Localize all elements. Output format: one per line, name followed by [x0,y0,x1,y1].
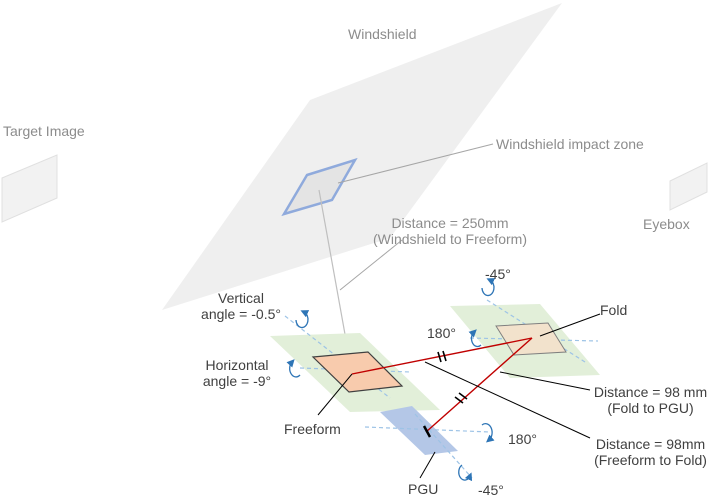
freeform-mirror [311,351,404,393]
horizontal-angle-line1: Horizontal [205,357,269,373]
pgu-axis-diagonal [414,413,473,479]
distance-fold-pgu-leader [499,371,591,391]
vertical-angle-line1: Vertical [218,290,264,306]
windshield-label: Windshield [348,26,417,42]
freeform-label: Freeform [284,421,341,437]
fold-angle-180-label: 180° [427,325,456,341]
parallel-tick-icon [454,392,468,404]
vertical-angle-label: Vertical angle = -0.5° [196,290,286,322]
pgu-angle-180-label: 180° [508,431,537,447]
pgu-angle-minus45-label: -45° [478,482,504,498]
distance-250-leader [339,239,403,291]
windshield-freeform-line [318,189,351,363]
parallel-tick-icon [437,350,447,363]
distance-windshield-freeform-label: Distance = 250mm (Windshield to Freeform… [360,215,540,247]
eyebox-label: Eyebox [643,216,690,232]
rotation-arrow-icon [286,359,301,378]
distance-fold-pgu-label: Distance = 98 mm (Fold to PGU) [588,384,713,416]
vertical-angle-line2: angle = -0.5° [201,306,281,322]
pgu-label: PGU [408,481,439,497]
impact-zone [281,157,358,217]
distance-windshield-line1: Distance = 250mm [391,215,509,231]
distance-fold-pgu-line2: (Fold to PGU) [607,400,694,416]
horizontal-angle-label: Horizontal angle = -9° [192,357,282,389]
freeform-leader [317,373,353,416]
distance-fold-pgu-line1: Distance = 98 mm [593,384,708,400]
fold-leader [539,313,601,337]
pgu-panel [380,406,458,455]
horizontal-angle-line2: angle = -9° [202,373,272,389]
fold-label: Fold [600,302,628,318]
rotation-arrow-icon [481,423,495,443]
rotation-arrow-icon [468,329,482,348]
distance-freeform-fold-line2: (Freeform to Fold) [594,452,707,468]
freeform-axis-horizontal [299,367,411,373]
rotation-arrow-icon [458,464,473,482]
pgu-marker [422,425,432,438]
rotation-arrow-icon [295,310,310,329]
pgu-leader [419,451,436,479]
eyebox-panel [669,162,708,211]
target-image-label: Target Image [3,123,85,139]
windshield-plane [162,3,562,310]
impact-zone-label: Windshield impact zone [496,136,644,152]
target-image-panel [1,154,58,223]
rotation-arrow-icon [481,278,496,297]
fold-angle-minus45-label: -45° [485,266,511,282]
distance-freeform-fold-leader [424,361,591,439]
distance-freeform-fold-label: Distance = 98mm (Freeform to Fold) [588,436,713,468]
impact-zone-leader [337,143,494,184]
distance-freeform-fold-line1: Distance = 98mm [595,436,706,452]
beam-fold-to-pgu [425,337,533,433]
beam-freeform-to-fold [351,337,533,375]
distance-windshield-line2: (Windshield to Freeform) [372,231,528,247]
